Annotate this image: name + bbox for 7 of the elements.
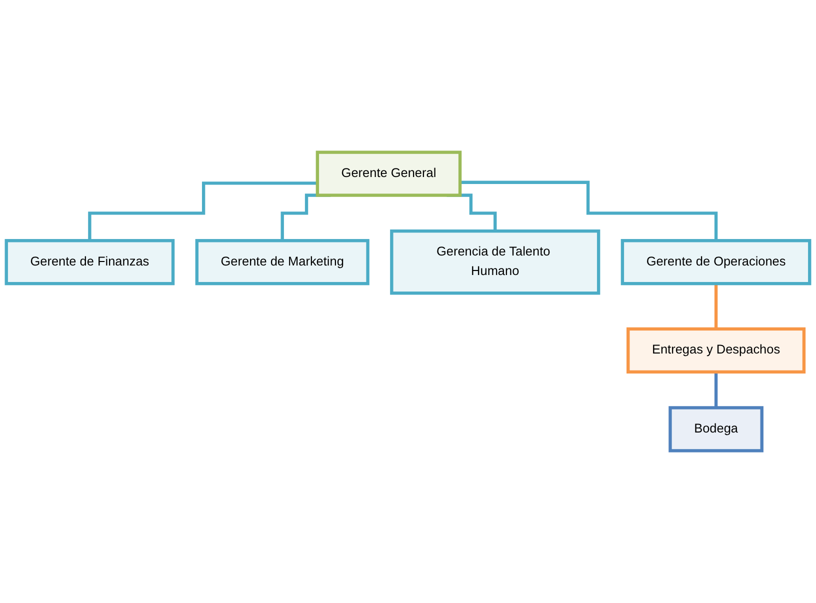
node-box: Entregas y Despachos <box>626 327 806 374</box>
node-box: Bodega <box>668 406 764 452</box>
node-box: Gerente de Operaciones <box>620 239 812 286</box>
node-box: Gerente de Marketing <box>195 239 370 286</box>
node-box: Gerencia de Talento Humano <box>390 229 600 295</box>
node-box: Gerente de Finanzas <box>4 239 175 286</box>
node-box: Gerente General <box>316 150 462 197</box>
